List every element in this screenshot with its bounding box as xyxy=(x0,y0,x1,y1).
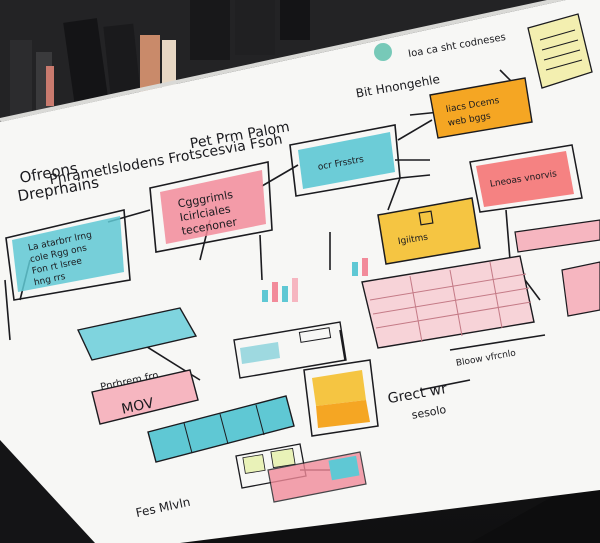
magnet-dot xyxy=(374,43,392,61)
doodle-bar-chart xyxy=(262,258,368,302)
teal-segment-bar xyxy=(147,395,295,463)
sticky-note-yellow xyxy=(527,13,593,89)
box-orange: Iiacs Dcems web bggs xyxy=(429,77,533,139)
wireframe-window xyxy=(233,321,347,379)
box-teal-left: La atarbrr lrng cole Rgg ons Fon rt lsre… xyxy=(5,209,131,301)
bottom-right-2: sesolo xyxy=(411,403,448,422)
pink-bars-right xyxy=(514,219,600,317)
card-yellow-orange xyxy=(303,359,379,437)
box-pink: Cgggrimls Icirlciales tecenoner xyxy=(149,161,273,253)
box-yellow: Igiitms xyxy=(377,197,481,265)
teal-pill xyxy=(76,307,198,361)
pink-table xyxy=(361,255,535,349)
box-teal-top: ocr Frsstrs xyxy=(289,124,401,197)
box-yellow-label: Igiitms xyxy=(397,233,429,248)
bottom-windows xyxy=(235,443,367,503)
box-salmon: Lneoas vnorvis xyxy=(469,144,583,213)
pink-strip-text: MOV xyxy=(120,395,155,417)
